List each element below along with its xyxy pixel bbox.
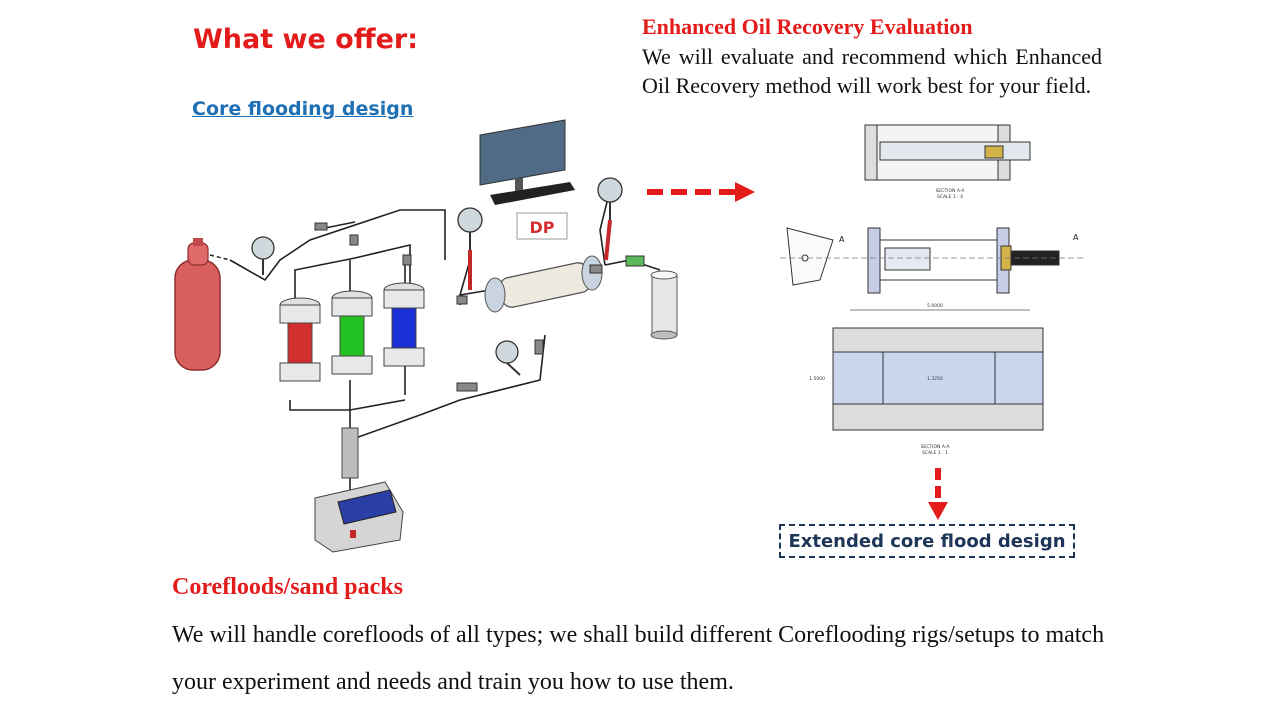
core-holder [484, 255, 603, 313]
dp-box [516, 212, 568, 240]
dp-label: DP [529, 218, 554, 237]
corefloods-heading: Corefloods/sand packs [172, 574, 403, 600]
marker-a-right: A [1073, 233, 1079, 242]
accumulator-green [331, 290, 373, 375]
gas-cylinder [174, 238, 221, 371]
arrow-down-icon [928, 468, 948, 520]
collection-cylinder [650, 270, 678, 340]
extended-core-flood-design-label: Extended core flood design [788, 530, 1066, 552]
pressure-gauge-icon [251, 177, 623, 364]
section-view-bottom [832, 327, 1044, 431]
eor-heading: Enhanced Oil Recovery Evaluation [642, 14, 973, 39]
eor-description: We will evaluate and recommend which Enh… [642, 44, 1102, 98]
dimension-length: 5.0000 [927, 303, 943, 309]
section-label-bottom: SECTION A-A [921, 444, 951, 450]
accumulator-blue [383, 282, 425, 367]
core-flooding-rig-diagram: DP [174, 119, 678, 553]
scale-label-top: SCALE 1 : 4 [937, 194, 963, 200]
computer-monitor-icon [479, 119, 575, 205]
marker-a-left: A [839, 235, 845, 244]
scale-label-bottom: SCALE 1 : 1 [922, 450, 948, 456]
core-flooding-design-link[interactable]: Core flooding design [192, 98, 414, 120]
page-title: What we offer: [193, 24, 419, 55]
side-view-middle [786, 227, 1060, 294]
arrow-right-icon [647, 182, 755, 202]
extended-core-holder-drawing: SECTION A-A SCALE 1 : 4 A A 5.0000 1.500… [780, 124, 1085, 456]
section-view-top [864, 124, 1031, 181]
dimension-outer: 1.5000 [809, 376, 825, 382]
syringe-pump [314, 427, 404, 553]
extended-core-flood-design-box: Extended core flood design [779, 524, 1075, 558]
corefloods-description: We will handle corefloods of all types; … [172, 622, 1105, 695]
valve-icon [314, 222, 645, 392]
section-label-top: SECTION A-A [936, 188, 966, 194]
dimension-inner: 1.3250 [927, 376, 943, 382]
accumulator-red [279, 297, 321, 382]
